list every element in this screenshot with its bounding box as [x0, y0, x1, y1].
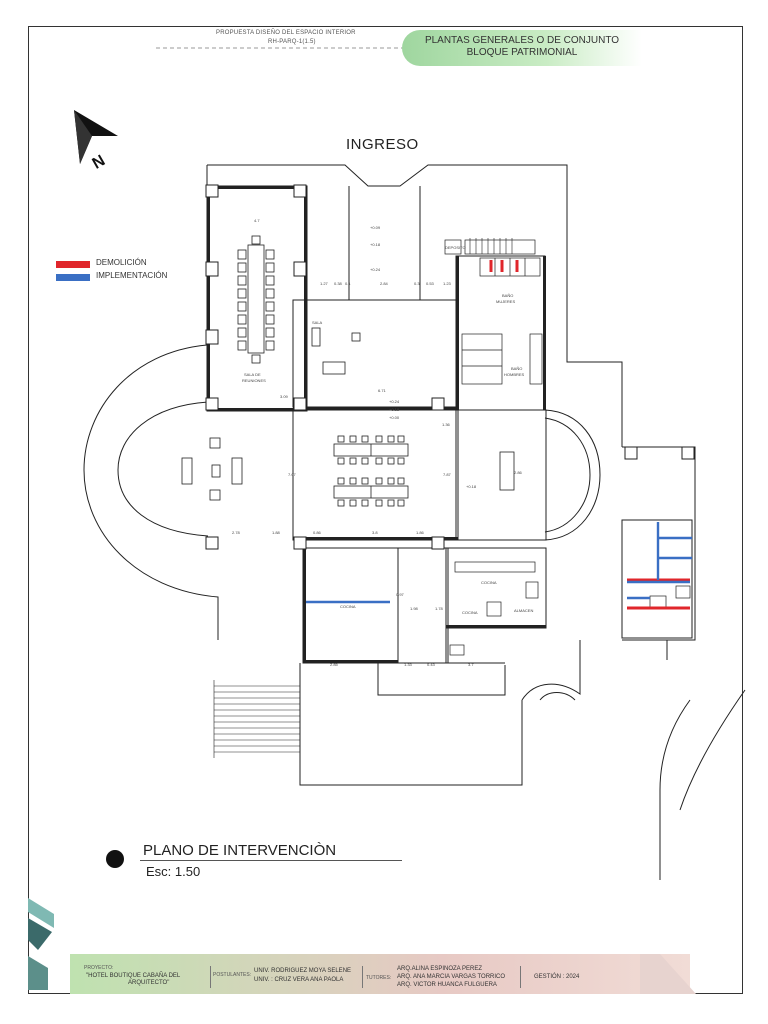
dim-label: 2.84 [380, 281, 389, 286]
dim-label: 2.85 [330, 662, 339, 667]
dim-label: 0.53 [426, 281, 435, 286]
header-subtitle-1: PROPUESTA DISEÑO DEL ESPACIO INTERIOR [216, 30, 356, 36]
dim-label: 1.86 [416, 530, 425, 535]
footer-divider [520, 966, 521, 988]
dim-label: 1.33 [404, 662, 413, 667]
legend-label-demolicion: DEMOLICIÓN [96, 258, 147, 267]
footer-proyecto-value-2: ARQUITECTO" [128, 980, 170, 986]
logo-icon [28, 898, 54, 990]
footer-divider [362, 966, 363, 988]
room-label-reuniones-1: SALA DE [244, 372, 261, 377]
dim-label: 6.71 [378, 388, 387, 393]
west-curved-wall [83, 344, 219, 640]
header-title-1: PLANTAS GENERALES O DE CONJUNTO [424, 35, 620, 46]
room-label-cocina-1: COCINA [340, 604, 356, 609]
footer-postulante-2: UNIV. : CRUZ VERA ANA PAOLA [254, 977, 344, 983]
footer-postulantes-label: POSTULANTES: [213, 972, 252, 978]
dim-label: 3.7 [468, 662, 474, 667]
footer-tutores-label: TUTORES: [366, 975, 392, 981]
dim-label: 1.23 [443, 281, 452, 286]
room-label-bano-h-1: BAÑO [511, 366, 522, 371]
plan-title: PLANO DE INTERVENCIÒN [143, 842, 337, 859]
annex-outline [622, 446, 696, 641]
footer-divider [210, 966, 211, 988]
east-inner-curve [544, 417, 591, 533]
plan-scale: Esc: 1.50 [146, 864, 201, 879]
level-label: +0.18 [466, 484, 477, 489]
level-label: +0.18 [389, 407, 400, 412]
dim-label: 0.38 [334, 281, 343, 286]
footer-tutor-2: ARQ. ANA MARCIA VARGAS TORRICO [397, 974, 506, 980]
dim-label: 0.1 [345, 281, 351, 286]
dim-label: 7.87 [443, 472, 452, 477]
annex-room [621, 519, 693, 639]
footer-gestion: GESTIÓN : 2024 [534, 974, 580, 980]
legend-swatch-implementacion [56, 274, 90, 281]
header-title-2: BLOQUE PATRIMONIAL [466, 47, 578, 58]
dim-label: 2.78 [232, 530, 241, 535]
dim-label: 2.86 [514, 470, 523, 475]
room-label-reuniones-2: REUNIONES [242, 378, 266, 383]
footer-tutor-1: ARQ.ALINA ESPINOZA PEREZ [397, 966, 483, 972]
level-label: +0.24 [370, 267, 381, 272]
sala-block [292, 299, 457, 408]
dim-label: 7.07 [288, 472, 297, 477]
room-label-bano-m-2: MUJERES [496, 299, 515, 304]
footer-end-shape [640, 954, 696, 994]
site-outline-north [207, 164, 623, 447]
room-label-bano-m-1: BAÑO [502, 293, 513, 298]
footer-proyecto-label: PROYECTO: [84, 965, 114, 971]
east-hall-block [455, 409, 547, 541]
service-block [397, 547, 449, 664]
room-label-cocina-2: COCINA [481, 580, 497, 585]
legend-label-implementacion: IMPLEMENTACIÓN [96, 271, 168, 280]
dim-label: 1.78 [435, 606, 444, 611]
room-label-sala: SALA [312, 320, 323, 325]
dim-label: 0.97 [396, 592, 405, 597]
bathroom-block [455, 255, 546, 411]
dim-label: 0.3 [414, 281, 420, 286]
dim-label: 1.36 [442, 422, 451, 427]
dining-block [292, 409, 459, 541]
header-subtitle-2: RH-PARQ-1(1.5) [268, 39, 316, 45]
header-title-band [402, 30, 642, 66]
plan-title-bullet [106, 850, 124, 868]
footer-postulante-1: UNIV. RODRIGUEZ MOYA SELENE [254, 968, 352, 974]
entrance-label: INGRESO [346, 136, 419, 153]
dim-label: 1.98 [410, 606, 419, 611]
level-label: +0.18 [370, 242, 381, 247]
footer-tutor-3: ARQ. VICTOR HUANCA FULGUERA [397, 982, 497, 988]
room-label-cocina-3: COCINA [462, 610, 478, 615]
dim-label: 1.27 [320, 281, 329, 286]
level-label: +0.24 [389, 399, 400, 404]
dim-label: 3.8 [372, 530, 378, 535]
plan-title-underline [140, 860, 402, 861]
legend-swatch-demolicion [56, 261, 90, 268]
dim-label: 0.43 [427, 662, 436, 667]
footer-band [70, 954, 690, 994]
south-extension [299, 663, 523, 786]
level-label: +0.09 [370, 225, 381, 230]
level-label: +0.00 [389, 415, 400, 420]
footer-proyecto-value-1: "HOTEL BOUTIQUE CABAÑA DEL [86, 973, 181, 979]
west-inner-curve [117, 401, 209, 537]
dim-label: 4.7 [254, 218, 260, 223]
dim-label: 0.86 [313, 530, 322, 535]
north-arrow-icon: N [74, 110, 118, 172]
room-label-bano-h-2: HOMBRES [504, 372, 525, 377]
dim-label: 3.09 [280, 394, 289, 399]
east-curved-wall [544, 409, 601, 541]
room-label-almacen: ALMACEN [514, 608, 533, 613]
dim-label: 1.88 [272, 530, 281, 535]
room-label-deposito: DEPOSITO [445, 245, 466, 250]
